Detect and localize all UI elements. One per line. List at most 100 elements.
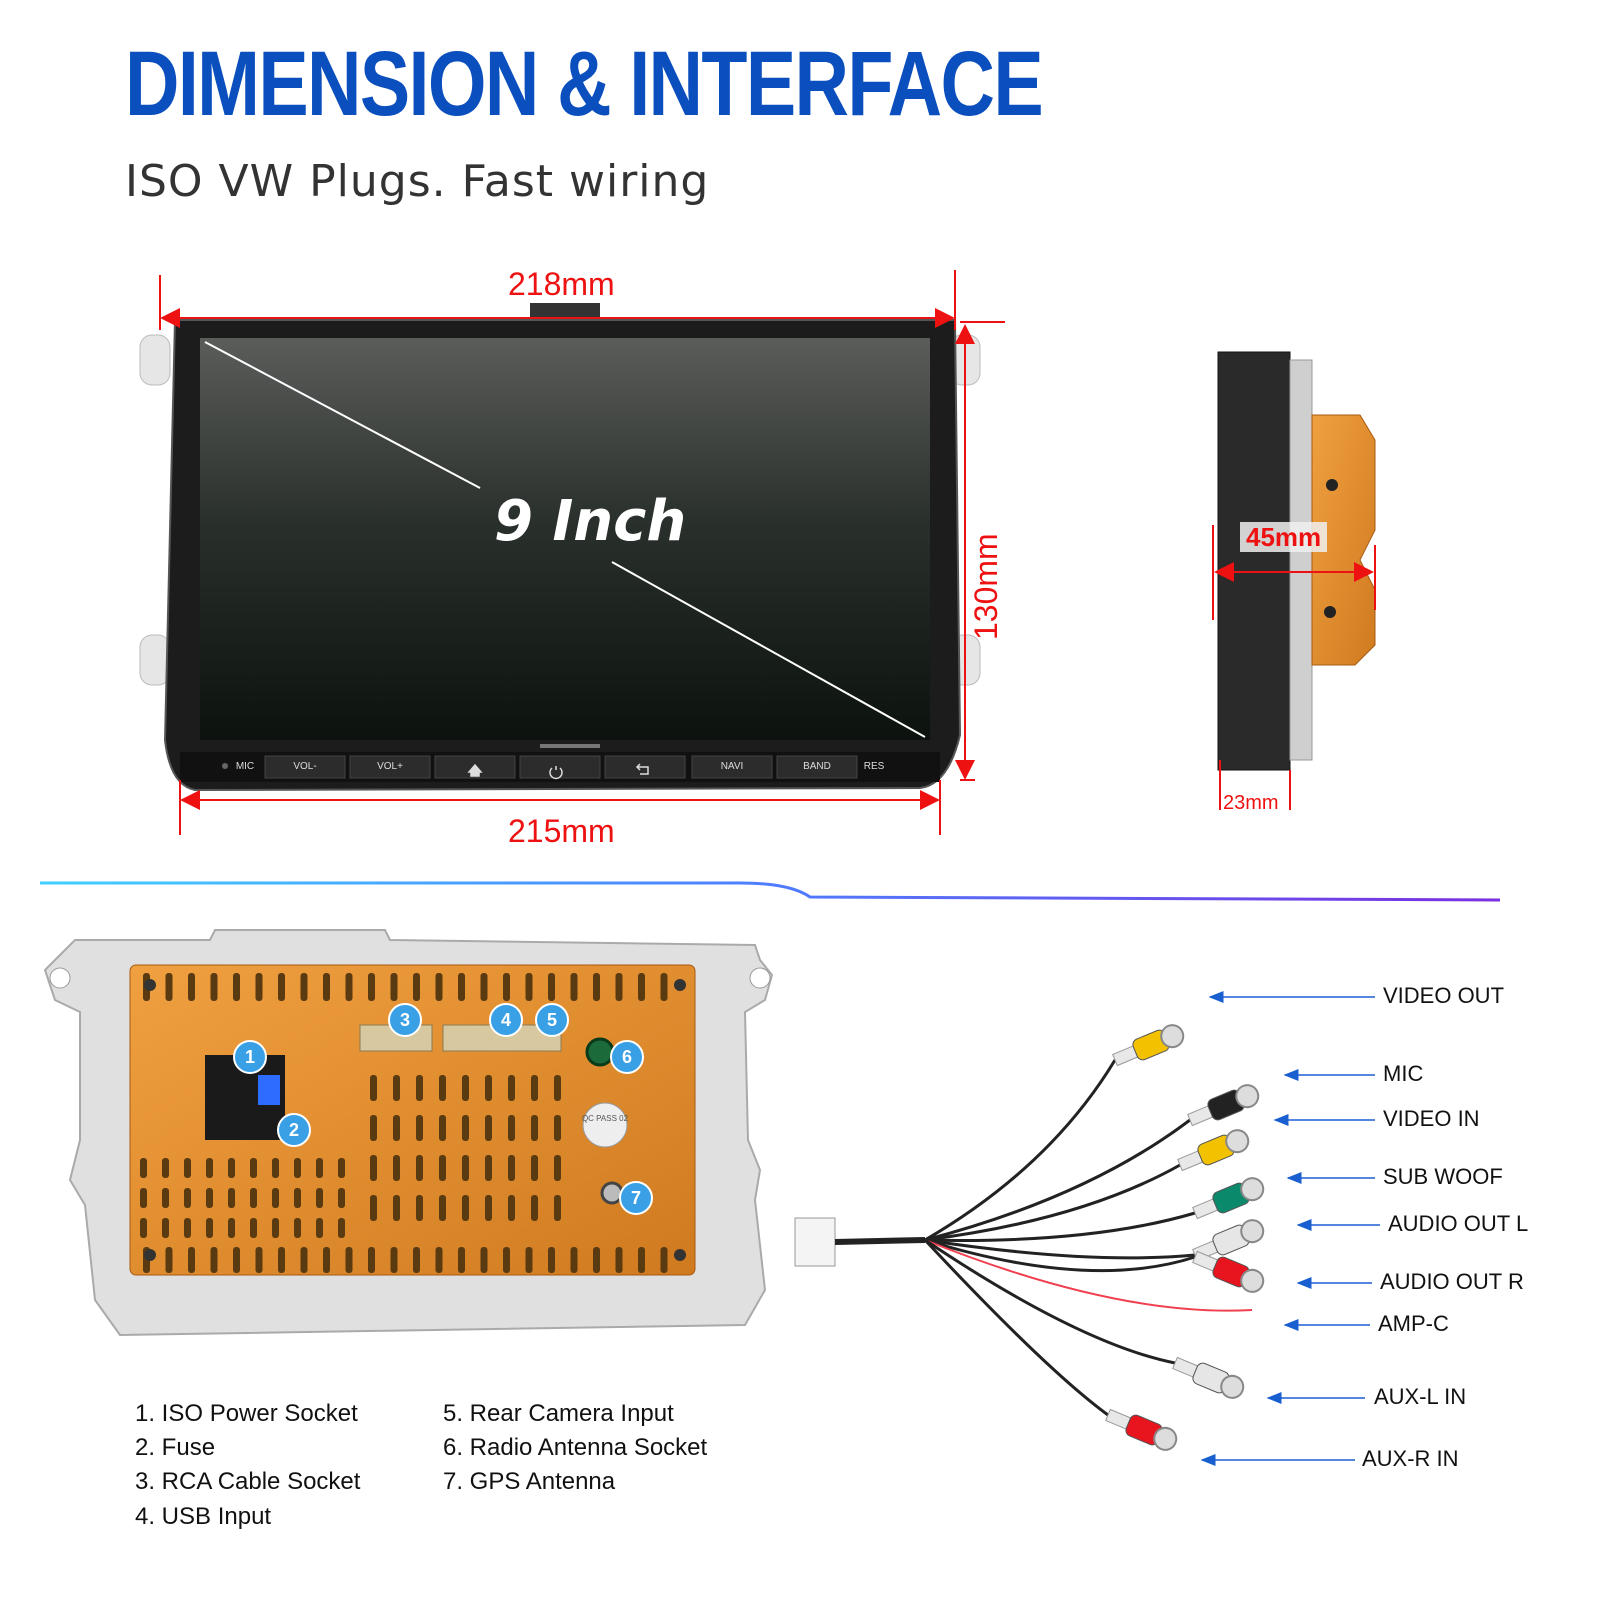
vent-slot [503,973,510,1001]
vent-slot [316,1158,323,1178]
hw-button [349,755,431,779]
brand-mark [540,744,600,748]
vent-slot [462,1155,469,1181]
legend-item: 4. USB Input [135,1503,272,1530]
vent-slot [554,1155,561,1181]
vent-slot [323,1247,330,1273]
side-frame [1289,359,1313,761]
cable-label: AUX-R IN [1362,1446,1459,1471]
screw [1326,479,1338,491]
vent-slot [413,973,420,1001]
cable-wires [834,1024,1265,1451]
vent-slot [162,1158,169,1178]
vent-slot [439,1115,446,1141]
panel-depth-label: 23mm [1223,792,1279,814]
bottom-width-label: 215mm [508,813,615,849]
screw [674,979,686,991]
mount-hole [49,967,71,989]
vent-slot [162,1218,169,1238]
cable-label: AMP-C [1378,1311,1449,1336]
vent-slot [228,1188,235,1208]
vent-slot [184,1188,191,1208]
cable-label: SUB WOOF [1383,1164,1503,1189]
vent-slot [294,1188,301,1208]
vent-slot [338,1158,345,1178]
hw-button-label: RES [863,761,885,772]
vent-slot [206,1188,213,1208]
vent-slot [531,1075,538,1101]
vent-slot [416,1195,423,1221]
vent-slot [462,1075,469,1101]
vent-slot [480,973,488,1001]
section-separator [40,881,1501,902]
vent-slot [390,973,398,1001]
vent-slot [508,1195,515,1221]
callout-4: 4 [489,1003,523,1037]
callout-5: 5 [535,1003,569,1037]
callout-6: 6 [610,1040,644,1074]
side-unit [1212,351,1376,810]
vent-slot [439,1195,446,1221]
hardware-buttons [222,755,858,780]
depth-label: 45mm [1240,522,1328,552]
cable-harness [794,991,1380,1466]
cable-wire [924,1239,1253,1312]
vent-slot [250,1188,257,1208]
vent-slot [300,1247,308,1273]
cable-label: VIDEO OUT [1383,983,1505,1008]
rca-plug [1112,1024,1185,1067]
hw-button-label: VOL- [293,761,317,772]
fuse [258,1075,280,1105]
vent-slot [228,1158,235,1178]
callout-2: 2 [277,1113,311,1147]
side-bezel [1217,351,1291,771]
vent-slot [393,1075,400,1101]
radio-antenna-socket [585,1037,615,1067]
vent-slot [272,1158,279,1178]
vent-slot [165,973,173,1001]
plug-tip [1240,1268,1265,1293]
top-clip [530,303,600,319]
vent-slot [525,973,533,1001]
vent-slot [188,973,195,1001]
vent-slot [338,1218,345,1238]
vent-slot [368,1247,375,1273]
vent-slot [416,1075,423,1101]
page-subtitle: ISO VW Plugs. Fast wiring [125,156,710,207]
vent-slot [554,1115,561,1141]
vent-slot [233,973,240,1001]
vent-slot [638,1247,645,1273]
vent-slot [393,1195,400,1221]
legend-item: 6. Radio Antenna Socket [443,1434,708,1461]
power-mute-icon [549,766,563,780]
vent-slot [316,1188,323,1208]
vent-slot [508,1155,515,1181]
cable-wire [924,1118,1191,1242]
vent-slot [485,1115,492,1141]
screw [1324,606,1336,618]
hw-button-label: MIC [235,761,255,772]
vent-slot [439,1075,446,1101]
rca-plug [1105,1408,1178,1451]
vent-slot [206,1218,213,1238]
vent-slot [370,1155,377,1181]
vent-slot [615,973,623,1001]
vent-slot [294,1158,301,1178]
vent-slots [140,973,686,1273]
diagonal-line [204,341,481,489]
vent-slot [272,1188,279,1208]
back-panel: QC PASS 02 [43,929,774,1337]
home-icon [467,763,483,777]
rca-plug [1192,1250,1265,1293]
vent-slot [140,1188,147,1208]
vent-slot [439,1155,446,1181]
cable-arrows [1200,991,1380,1466]
vent-slot [345,973,353,1001]
vent-slot [278,973,285,1001]
legend-item: 3. RCA Cable Socket [135,1468,361,1495]
cable-wire [924,1238,1176,1365]
hw-button [519,755,601,779]
vent-slot [206,1158,213,1178]
vent-slot [508,1115,515,1141]
vent-slot [390,1247,398,1273]
